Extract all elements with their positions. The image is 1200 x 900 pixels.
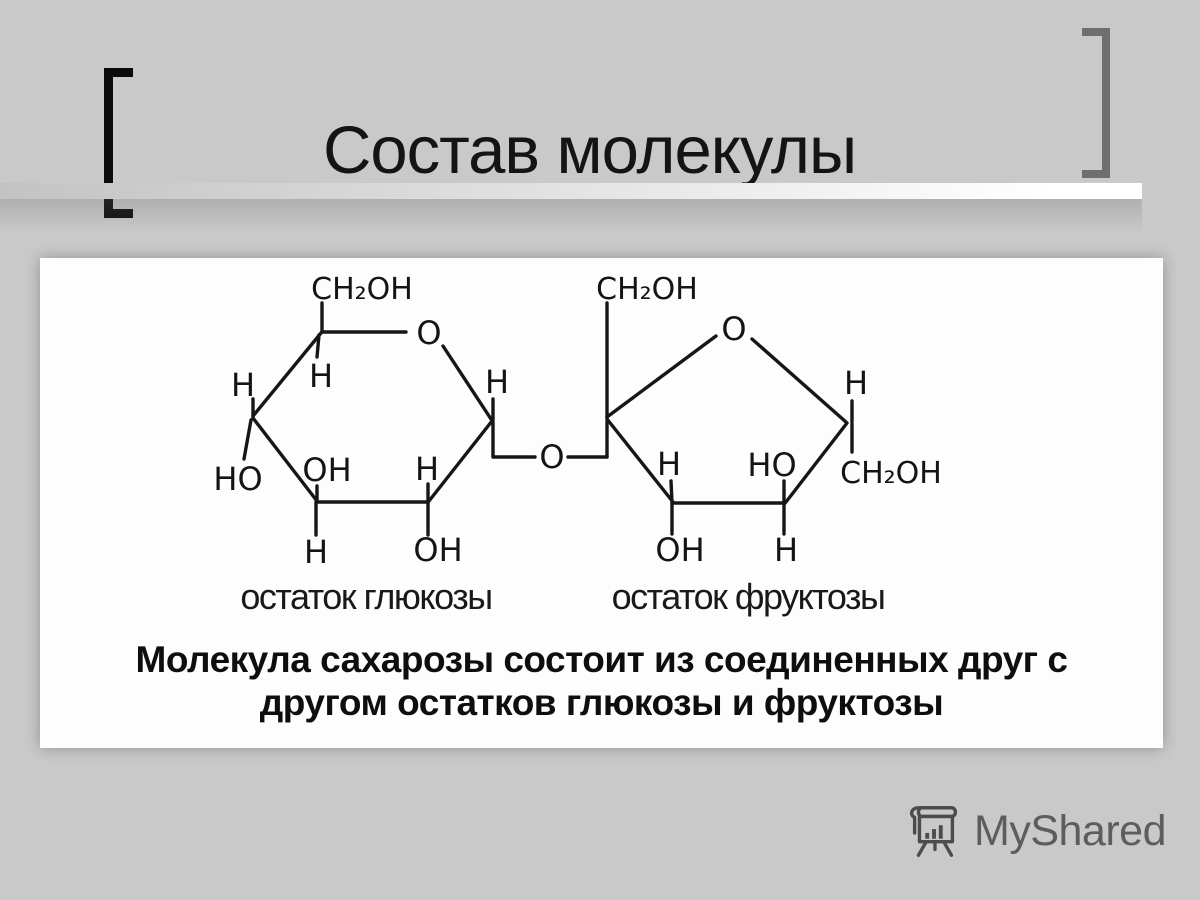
glucose-h-label-below-c3: H xyxy=(304,533,328,571)
glucose-h-label-c5: H xyxy=(309,357,333,395)
caption-line-2: другом остатков глюкозы и фруктозы xyxy=(259,682,944,723)
slide-title: Состав молекулы xyxy=(323,113,857,188)
sucrose-structure-diagram: CH₂OH H H O H HO OH H H OH O CH₂OH O H C… xyxy=(213,272,942,617)
glucose-ho-label: HO xyxy=(213,460,262,498)
glucose-ring-o-label: O xyxy=(416,314,441,352)
title-underline xyxy=(0,183,1142,199)
glucose-oh-label-below-c2: OH xyxy=(413,531,462,569)
glucose-residue-label: остаток глюкозы xyxy=(240,576,491,617)
fructose-ho-label: HO xyxy=(747,446,796,484)
fructose-residue-label: остаток фруктозы xyxy=(612,576,885,617)
glucose-ring-bonds xyxy=(242,301,495,537)
glucose-h-label-c2: H xyxy=(415,450,439,488)
easel-chart-icon xyxy=(909,806,958,857)
fructose-h-label-c5: H xyxy=(844,364,868,402)
diagram-panel: CH₂OH H H O H HO OH H H OH O CH₂OH O H C… xyxy=(40,258,1163,748)
left-bracket-decoration xyxy=(104,68,133,218)
fructose-oh-label-below-c3: OH xyxy=(655,531,704,569)
fructose-h-label-below-c4: H xyxy=(774,531,798,569)
fructose-ch2oh-label-right: CH₂OH xyxy=(840,456,942,491)
title-underline-shadow xyxy=(0,199,1142,233)
caption-line-1: Молекула сахарозы состоит из соединенных… xyxy=(135,639,1068,680)
glucose-oh-label-c3: OH xyxy=(302,451,351,489)
myshared-watermark: MyShared xyxy=(903,802,1166,860)
watermark-brand-text: MyShared xyxy=(974,806,1166,855)
fructose-h-label-c3: H xyxy=(657,445,681,483)
bridge-o-label: O xyxy=(539,438,564,476)
glycosidic-bridge-bonds xyxy=(491,419,609,459)
glucose-ch2oh-label: CH₂OH xyxy=(311,272,413,307)
fructose-ring-o-label: O xyxy=(721,310,746,348)
fructose-ch2oh-label-top: CH₂OH xyxy=(596,272,698,307)
glucose-h-label-c1: H xyxy=(485,363,509,401)
fructose-ring-bonds xyxy=(605,301,854,536)
right-bracket-decoration xyxy=(1082,28,1110,178)
slide-caption: Молекула сахарозы состоит из соединенных… xyxy=(40,638,1163,724)
glucose-h-label-c4-top: H xyxy=(231,366,255,404)
